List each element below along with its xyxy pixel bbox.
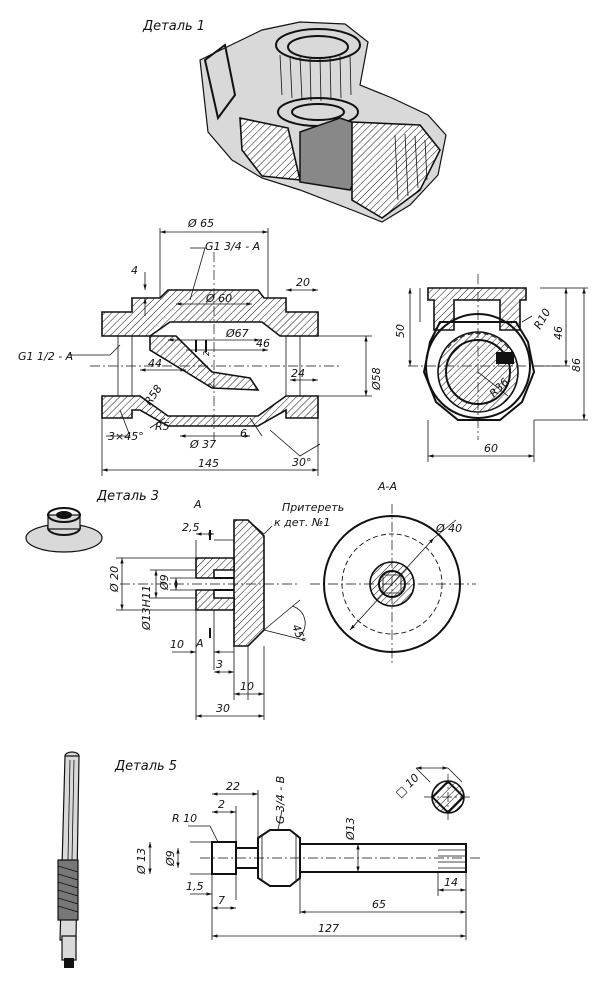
dim-t4: 4: [131, 264, 138, 277]
dim-d14-d5: 14: [444, 876, 458, 889]
dim-d20: 20: [296, 276, 310, 289]
dim-d13h11: Ø13H11: [140, 585, 153, 631]
dim-d60: Ø 60: [205, 292, 232, 305]
dim-a30: 30°: [292, 456, 312, 469]
detail3-note-line2: к дет. №1: [274, 516, 330, 529]
dim-s86: 86: [570, 358, 583, 372]
dim-r5: R5: [155, 420, 170, 433]
detail3-section-label: A-A: [377, 480, 397, 493]
dim-d10b: 10: [240, 680, 254, 693]
dim-d46: 46: [256, 337, 270, 350]
dim-d10a: 10: [170, 638, 184, 651]
dim-d2a: 2: [202, 351, 211, 356]
dim-s46: 46: [552, 326, 565, 340]
dim-d145: 145: [198, 457, 219, 470]
cut-label-a-bottom: A: [195, 637, 204, 650]
detail5-title: Деталь 5: [114, 759, 177, 774]
detail5-square-end-view: [415, 766, 472, 820]
dim-d9-d3: Ø9: [158, 574, 171, 591]
dim-d2b: 2: [207, 383, 216, 388]
dim-d13b-d5: Ø13: [344, 817, 357, 841]
detail1-front-section: [68, 228, 372, 476]
dim-d9-d5: Ø9: [164, 850, 177, 867]
dim-ch3: 3×45°: [108, 430, 144, 443]
dim-d37: Ø 37: [189, 438, 216, 451]
detail5-pictorial-view: [57, 751, 80, 968]
dim-d24: 24: [291, 367, 305, 380]
cut-label-a-top: A: [193, 498, 202, 511]
dim-d13a-d5: Ø 13: [135, 848, 148, 875]
dim-d40: Ø 40: [435, 522, 462, 535]
dim-d22: 22: [226, 780, 240, 793]
dim-d7-d5: 7: [218, 894, 225, 907]
dim-d127-d5: 127: [318, 922, 339, 935]
dim-s60: 60: [484, 442, 498, 455]
dim-d25: 2,5: [182, 521, 200, 534]
dim-d65: Ø 65: [187, 217, 214, 230]
dim-d20-d3: Ø 20: [108, 566, 121, 593]
dim-d2-d5: 2: [218, 798, 225, 811]
dim-d67: Ø67: [225, 327, 249, 340]
dim-d58: Ø58: [370, 367, 383, 391]
detail3-note-line1: Притереть: [282, 501, 344, 514]
dim-s50: 50: [394, 324, 407, 338]
detail5-front-view: [148, 790, 480, 940]
dim-d65-d5: 65: [372, 898, 386, 911]
dim-sq10-d5: □ 10: [393, 771, 422, 800]
dim-d44: 44: [148, 357, 162, 370]
dim-d30: 30: [216, 702, 230, 715]
dim-d15-d5: 1,5: [186, 880, 204, 893]
detail3-section-view: [116, 519, 306, 720]
dim-a45: 45°: [289, 623, 308, 646]
detail1-pictorial-view: [199, 21, 447, 223]
dim-d6: 6: [240, 427, 247, 440]
detail3-title: Деталь 3: [96, 489, 159, 504]
dim-g112: G1 1/2 - A: [18, 350, 73, 363]
detail1-title: Деталь 1: [142, 19, 205, 34]
dim-r10-d5: R 10: [172, 812, 197, 825]
dim-d3: 3: [216, 658, 223, 671]
detail1-side-view: [408, 274, 588, 462]
detail3-section-aa-view: [310, 504, 476, 664]
dim-g134: G1 3/4 - A: [205, 240, 260, 253]
detail3-pictorial-view: [25, 507, 103, 553]
dim-g34: G 3/4 - B: [274, 776, 287, 824]
dim-r10: R10: [531, 306, 553, 331]
